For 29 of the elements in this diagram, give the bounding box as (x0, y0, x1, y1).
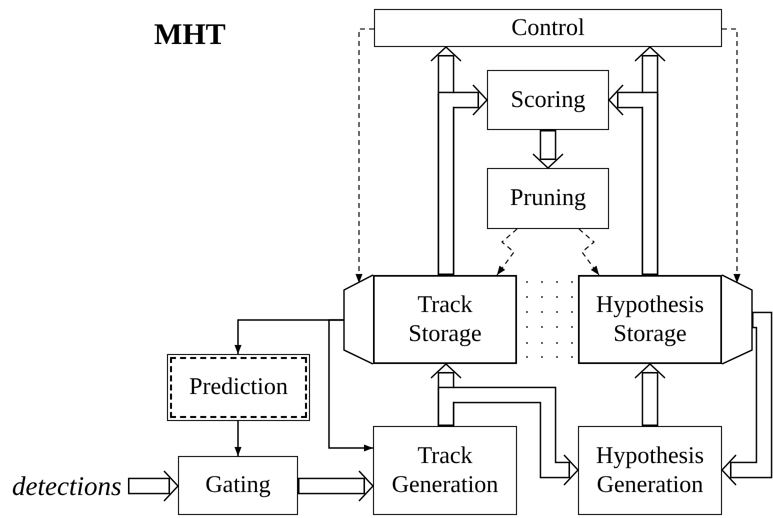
box-label: Prediction (189, 373, 288, 402)
process-box (178, 456, 298, 515)
double-arrow (721, 312, 772, 486)
box-label: Hypothesis Generation (595, 442, 705, 499)
box-label: Control (511, 14, 585, 42)
process-box (578, 426, 722, 515)
double-arrow (438, 84, 488, 275)
dashed-arrow (722, 28, 740, 283)
process-box (487, 168, 609, 229)
double-arrow (608, 84, 658, 275)
process-box (374, 9, 722, 47)
double-arrow (298, 470, 374, 502)
double-arrow (438, 386, 579, 486)
arrow (234, 421, 242, 456)
box-label: Pruning (510, 184, 586, 213)
input-label: detections (12, 471, 128, 501)
arrow (328, 319, 373, 452)
double-arrow (634, 363, 666, 426)
dashed-arrow (356, 28, 374, 283)
double-arrow (128, 470, 179, 502)
process-box (373, 426, 517, 515)
dashed-arrow (578, 228, 600, 276)
box-label: Gating (205, 471, 271, 500)
process-box (487, 70, 609, 130)
box-label: Scoring (510, 86, 586, 114)
dashed-arrow (496, 228, 518, 276)
box-label: Track Generation (390, 442, 500, 499)
process-box (167, 354, 310, 421)
diagram-title: MHT (154, 18, 226, 52)
